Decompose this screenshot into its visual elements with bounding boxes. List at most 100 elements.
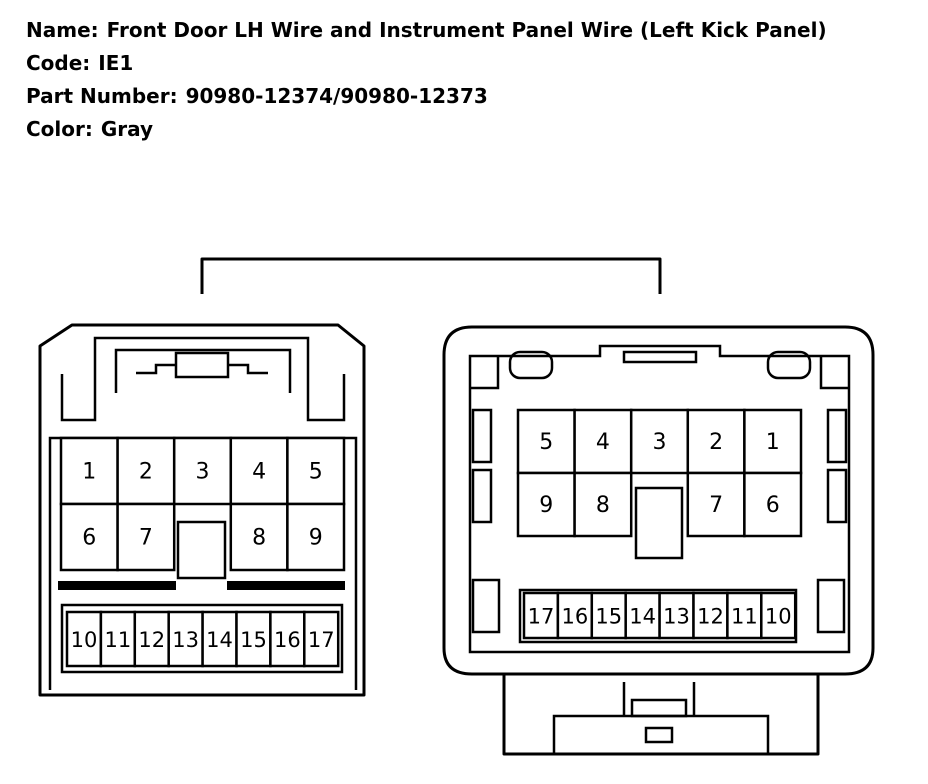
color-label: Color: (26, 117, 93, 141)
pin-cavity (116, 502, 176, 572)
right-skirt-ribs (622, 682, 696, 716)
pin-cavity (573, 408, 633, 475)
pin-number: 6 (766, 493, 780, 518)
pin-number: 4 (596, 430, 610, 455)
pin-number: 4 (252, 460, 266, 485)
pin-number: 6 (82, 526, 96, 551)
right-side-slot-4 (826, 408, 848, 464)
pin-number: 16 (561, 605, 588, 629)
pin-cavity (516, 471, 576, 538)
left-lower-frame (60, 603, 344, 674)
pin-number: 3 (196, 460, 210, 485)
right-upper-pin-grid: 5 4 3 2 1 9 8 7 6 (516, 408, 803, 538)
right-corner-tl (470, 356, 500, 390)
name-label: Name: (26, 18, 99, 42)
right-side-slot-5 (826, 468, 848, 524)
pin-cavity (286, 436, 346, 506)
pin-cavity (760, 591, 797, 640)
pin-cavity (235, 610, 272, 668)
right-skirt-tab (630, 698, 688, 718)
pin-number: 9 (539, 493, 553, 518)
pin-number: 8 (596, 493, 610, 518)
right-side-slot-2 (471, 468, 493, 524)
pin-cavity (686, 408, 746, 475)
pin-number: 5 (539, 430, 553, 455)
pin-number: 14 (206, 628, 233, 652)
pin-number: 17 (528, 605, 555, 629)
pin-cavity (556, 591, 594, 640)
pin-cavity (658, 591, 695, 640)
code-value: IE1 (98, 51, 134, 75)
pin-cavity (303, 610, 340, 668)
left-lock-tab (174, 351, 230, 379)
pin-number: 12 (697, 605, 724, 629)
pin-number: 15 (240, 628, 267, 652)
right-mount-hole-right (766, 350, 812, 380)
pin-number: 15 (595, 605, 622, 629)
left-key-bar-right (227, 581, 345, 590)
pin-number: 2 (139, 460, 153, 485)
pin-number: 13 (663, 605, 690, 629)
name-row: Name: Front Door LH Wire and Instrument P… (26, 14, 827, 47)
left-key-bar-left (58, 581, 176, 590)
code-row: Code: IE1 (26, 47, 827, 80)
pin-number: 10 (71, 628, 98, 652)
pin-cavity (286, 502, 346, 572)
left-lock-frame (114, 348, 292, 393)
left-housing-inner (60, 336, 346, 422)
connector-info: Name: Front Door LH Wire and Instrument P… (26, 14, 827, 146)
right-skirt-notch (644, 726, 674, 744)
pin-number: 12 (138, 628, 165, 652)
pin-cavity (172, 436, 233, 506)
pin-number: 16 (274, 628, 301, 652)
code-label: Code: (26, 51, 91, 75)
pin-cavity (522, 591, 560, 640)
right-side-slot-1 (471, 408, 493, 464)
pin-cavity (726, 591, 763, 640)
left-housing-outline (38, 323, 366, 697)
color-row: Color: Gray (26, 113, 827, 146)
pin-number: 5 (309, 460, 323, 485)
pin-number: 17 (308, 628, 335, 652)
pin-number: 14 (629, 605, 656, 629)
pin-cavity (99, 610, 137, 668)
right-mount-hole-left (508, 350, 554, 380)
right-skirt (502, 674, 820, 756)
pin-cavity (59, 502, 119, 572)
pin-cavity (229, 502, 289, 572)
left-lock-step-right (228, 363, 268, 375)
pin-cavity (167, 610, 204, 668)
pin-cavity (573, 471, 633, 538)
right-skirt-lock (552, 714, 770, 754)
name-value: Front Door LH Wire and Instrument Panel … (106, 18, 827, 42)
pin-number: 7 (139, 526, 153, 551)
pin-cavity (686, 471, 746, 538)
part-number-row: Part Number:90980-12374/90980-12373 (26, 80, 827, 113)
pin-cavity (59, 436, 119, 506)
left-lock-step-left (136, 363, 176, 375)
right-side-slot-3 (471, 578, 501, 634)
pin-cavity (743, 471, 803, 538)
right-top-latch (622, 350, 698, 364)
pin-cavity (65, 610, 103, 668)
right-key-slot (634, 486, 684, 560)
pin-number: 10 (765, 605, 792, 629)
pin-number: 1 (82, 460, 96, 485)
right-corner-tr (819, 356, 849, 390)
color-value: Gray (100, 117, 154, 141)
pin-number: 1 (766, 430, 780, 455)
pin-cavity (629, 408, 690, 475)
pin-number: 7 (709, 493, 723, 518)
pin-cavity (590, 591, 627, 640)
pin-number: 11 (731, 605, 758, 629)
mating-bracket (200, 257, 662, 294)
pin-number: 3 (653, 430, 667, 455)
right-housing-outline (442, 325, 875, 676)
pin-number: 2 (709, 430, 723, 455)
